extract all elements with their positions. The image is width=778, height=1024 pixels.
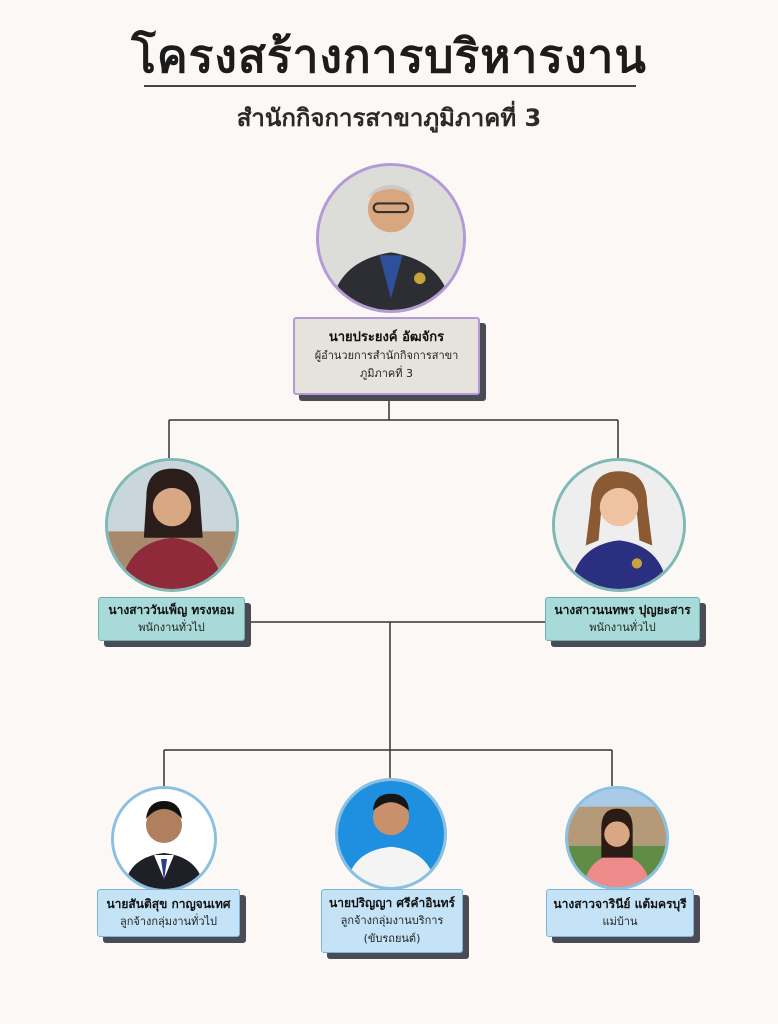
staff-photo-left — [105, 458, 239, 592]
worker-card-right: นางสาวจารินีย์ แต้มครบุรี แม่บ้าน — [546, 889, 694, 937]
worker-card-middle: นายปริญญา ศรีคำอินทร์ ลูกจ้างกลุ่มงานบริ… — [321, 889, 463, 953]
person-portrait-icon — [319, 166, 463, 310]
staff-name: นางสาววันเพ็ญ ทรงหอม — [108, 603, 235, 617]
worker-name: นายปริญญา ศรีคำอินทร์ — [329, 896, 455, 910]
worker-role: แม่บ้าน — [602, 915, 638, 928]
staff-card-right: นางสาวนนทพร ปุญยะสาร พนักงานทั่วไป — [545, 597, 700, 641]
director-photo — [316, 163, 466, 313]
worker-role-line2: (ขับรถยนต์) — [363, 932, 421, 945]
worker-photo-left — [111, 786, 217, 892]
staff-role: พนักงานทั่วไป — [589, 621, 656, 634]
worker-card-left: นายสันติสุข กาญจนเทศ ลูกจ้างกลุ่มงานทั่ว… — [97, 889, 240, 937]
worker-role: ลูกจ้างกลุ่มงานบริการ — [340, 914, 444, 927]
person-portrait-icon — [568, 789, 666, 887]
director-role-line2: ภูมิภาคที่ 3 — [359, 367, 414, 380]
staff-photo-right — [552, 458, 686, 592]
staff-name: นางสาวนนทพร ปุญยะสาร — [554, 603, 691, 617]
worker-role: ลูกจ้างกลุ่มงานทั่วไป — [119, 915, 218, 928]
director-card: นายประยงค์ อัฒจักร ผู้อำนวยการสำนักกิจกา… — [293, 317, 480, 395]
person-portrait-icon — [338, 781, 444, 887]
worker-photo-right — [565, 786, 669, 890]
worker-name: นายสันติสุข กาญจนเทศ — [106, 897, 231, 911]
director-name: นายประยงค์ อัฒจักร — [328, 330, 445, 345]
person-portrait-icon — [108, 461, 236, 589]
title-divider — [144, 85, 636, 87]
page-title: โครงสร้างการบริหารงาน — [131, 29, 647, 83]
staff-role: พนักงานทั่วไป — [138, 621, 205, 634]
director-role: ผู้อำนวยการสำนักกิจการสาขา — [314, 349, 459, 362]
worker-photo-middle — [335, 778, 447, 890]
person-portrait-icon — [555, 461, 683, 589]
page-subtitle: สำนักกิจการสาขาภูมิภาคที่ 3 — [236, 104, 542, 132]
worker-name: นางสาวจารินีย์ แต้มครบุรี — [553, 897, 687, 911]
person-portrait-icon — [114, 789, 214, 889]
staff-card-left: นางสาววันเพ็ญ ทรงหอม พนักงานทั่วไป — [98, 597, 245, 641]
